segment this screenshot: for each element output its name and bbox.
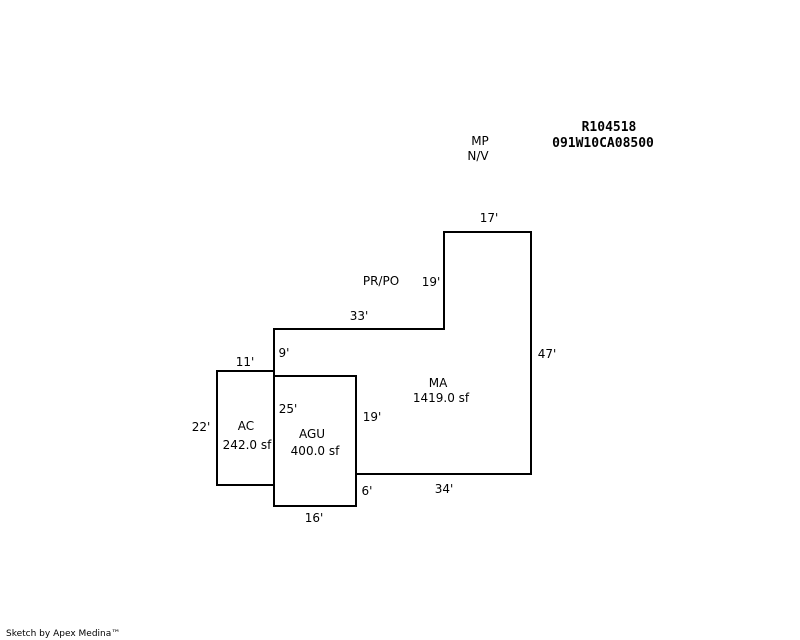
- dim-ma-step: 33': [350, 309, 369, 323]
- dim-ma-bottom: 34': [435, 482, 454, 496]
- parcel-id: R104518: [582, 120, 637, 135]
- dim-ma-inner-short: 6': [362, 484, 373, 498]
- ac-area: 242.0 sf: [223, 438, 272, 452]
- ac-outline: [216, 370, 274, 486]
- ma-code: MA: [429, 376, 448, 390]
- ma-area: 1419.0 sf: [413, 391, 470, 405]
- footer-credit: Sketch by Apex Medina™: [6, 629, 120, 639]
- dim-agu-bottom: 16': [305, 511, 324, 525]
- dim-ma-left-lower: 9': [279, 346, 290, 360]
- dim-ma-inner-vertical: 19': [363, 410, 382, 424]
- dim-ma-left-upper: 19': [422, 275, 441, 289]
- dim-ma-top: 17': [480, 211, 499, 225]
- map-taxlot: 091W10CA08500: [552, 136, 654, 151]
- ac-code: AC: [238, 419, 254, 433]
- pr-po-note: PR/PO: [363, 274, 399, 288]
- agu-area: 400.0 sf: [291, 444, 340, 458]
- mp-note: MP: [471, 134, 489, 148]
- dim-ac-left: 22': [192, 420, 211, 434]
- dim-ma-right: 47': [538, 347, 557, 361]
- nv-note: N/V: [467, 149, 489, 163]
- dim-ac-top: 11': [236, 355, 255, 369]
- agu-code: AGU: [299, 427, 325, 441]
- dim-agu-left: 25': [279, 402, 298, 416]
- agu-outline: [273, 375, 357, 507]
